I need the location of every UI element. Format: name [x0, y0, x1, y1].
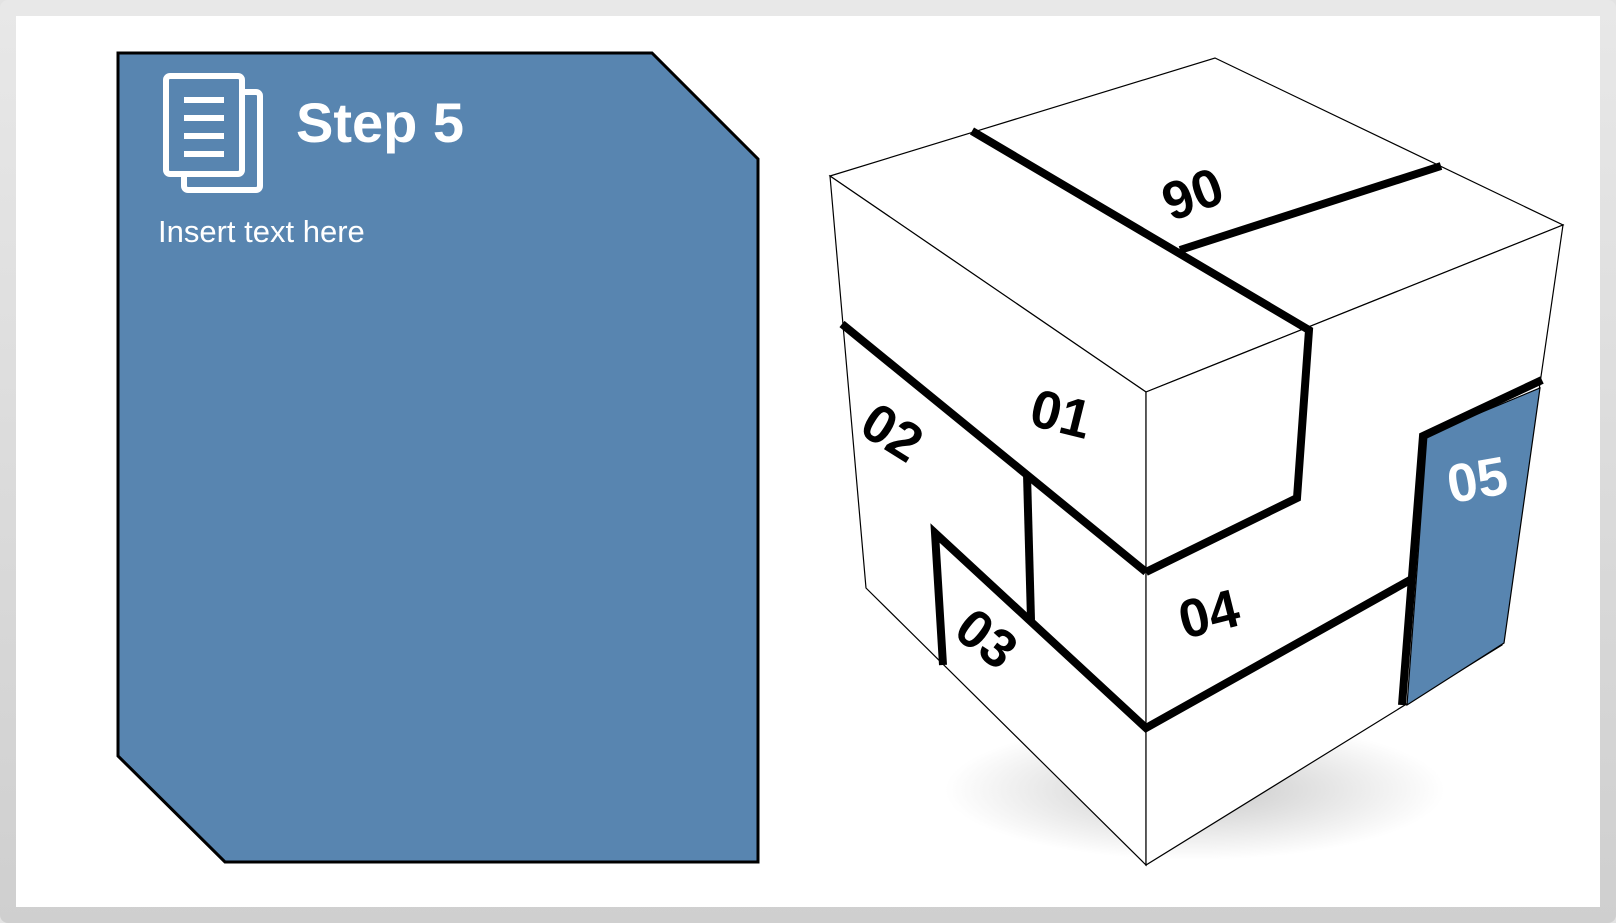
segment-label-05: 05	[1443, 446, 1513, 516]
segment-dividers	[839, 127, 1544, 733]
step-panel	[116, 51, 760, 864]
cube	[828, 57, 1565, 867]
document-copy-icon	[163, 73, 263, 193]
segment-label-01: 01	[1024, 378, 1097, 451]
segment-05-face	[1406, 387, 1541, 707]
step-body-text: Insert text here	[158, 214, 365, 249]
cube-right-face	[1145, 224, 1564, 867]
step-title: Step 5	[296, 91, 465, 154]
segment-label-04: 04	[1173, 578, 1246, 651]
